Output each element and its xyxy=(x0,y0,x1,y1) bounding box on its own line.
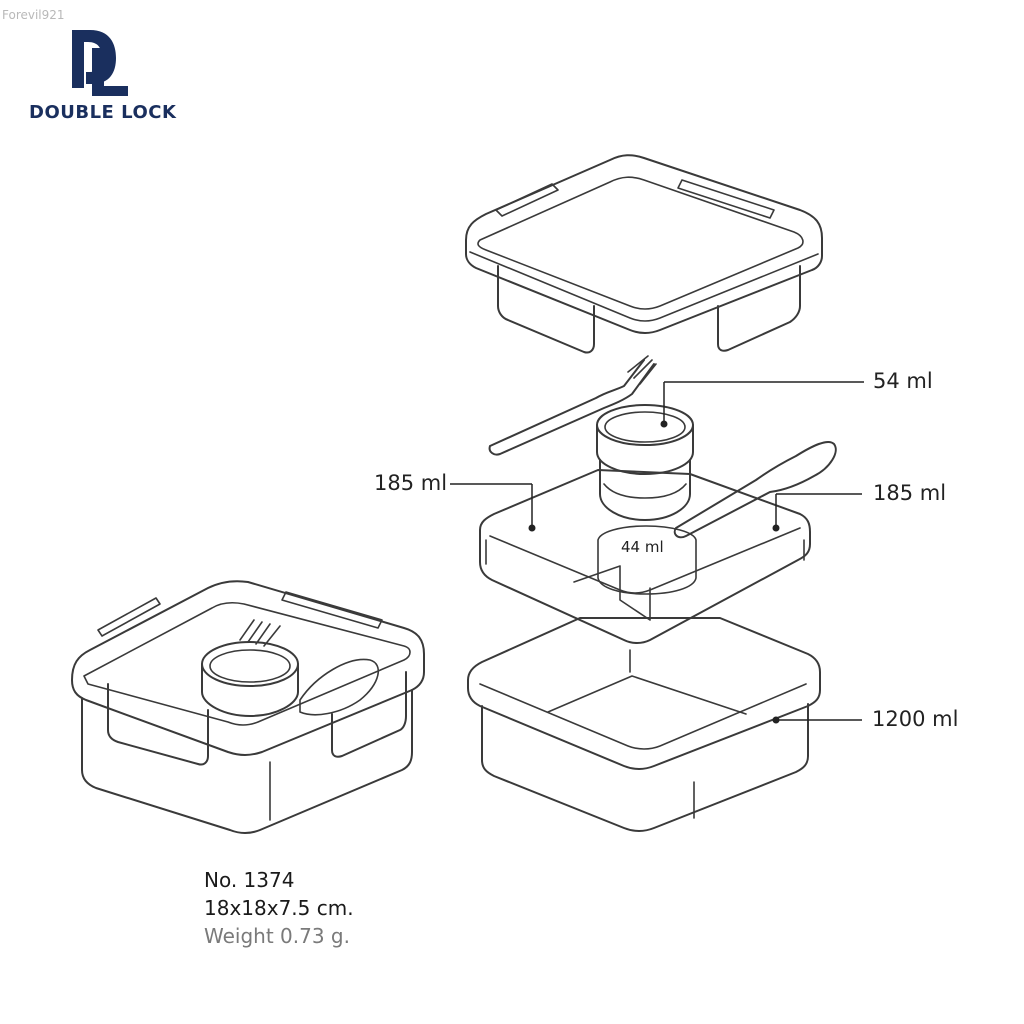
spec-dimensions: 18x18x7.5 cm. xyxy=(204,896,354,920)
divider-tray-drawing xyxy=(479,440,837,644)
callout-inner-cup: 44 ml xyxy=(621,538,664,556)
callout-tray-right: 185 ml xyxy=(873,481,947,505)
watermark-text: Forevil921 xyxy=(2,8,65,22)
callout-sauce-cup: 54 ml xyxy=(873,369,933,393)
spec-weight: Weight 0.73 g. xyxy=(204,924,350,948)
double-lock-logo-icon xyxy=(72,30,128,96)
lid-drawing xyxy=(465,154,823,354)
fork-drawing xyxy=(488,355,657,456)
brand-name: DOUBLE LOCK xyxy=(29,102,177,123)
base-container-drawing xyxy=(467,617,821,832)
assembled-box-drawing xyxy=(71,580,425,834)
sauce-cup-drawing xyxy=(596,404,694,521)
leader-lines xyxy=(450,381,864,724)
spec-model-number: No. 1374 xyxy=(204,868,295,892)
callout-tray-left: 185 ml xyxy=(374,471,448,495)
callout-base: 1200 ml xyxy=(872,707,959,731)
